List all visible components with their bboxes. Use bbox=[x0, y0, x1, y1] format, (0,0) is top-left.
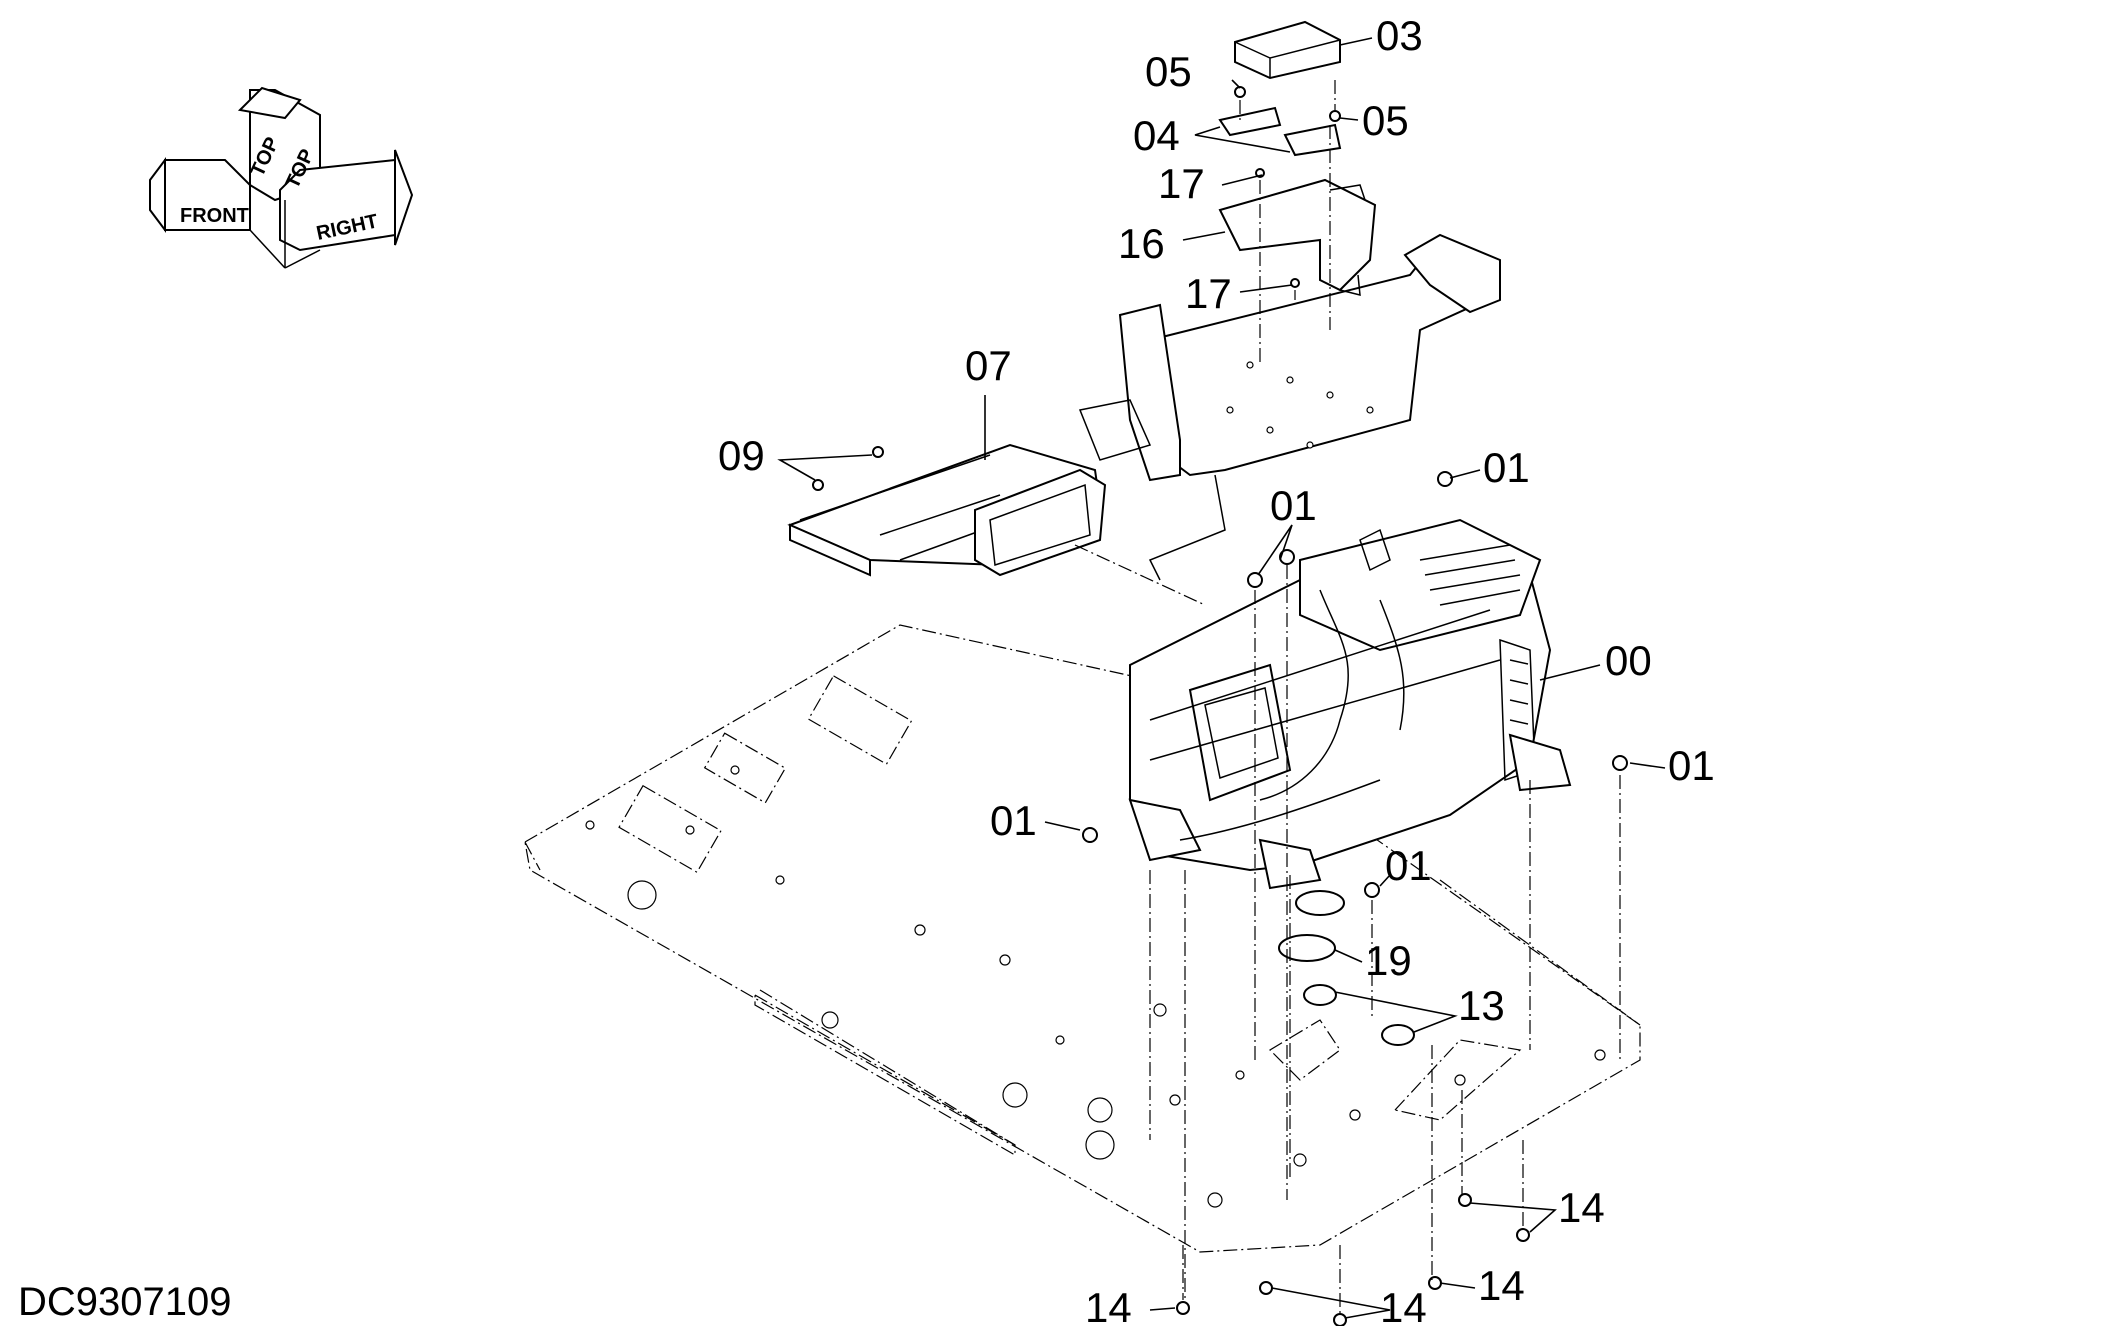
assembly-centerlines bbox=[1074, 80, 1641, 1315]
frame-rear-bracket bbox=[1403, 233, 1501, 314]
hvac-unit bbox=[1128, 518, 1572, 890]
orientation-front-label: FRONT bbox=[180, 205, 249, 227]
callout-14-right: 14 bbox=[1558, 1184, 1605, 1231]
grommet-19 bbox=[1278, 934, 1336, 962]
floor-plate bbox=[524, 624, 1641, 1253]
screw-01-e bbox=[1082, 827, 1098, 843]
bolt-14-e bbox=[1458, 1193, 1472, 1207]
screw-09-b bbox=[812, 479, 824, 491]
drawing-code: DC9307109 bbox=[18, 1280, 232, 1324]
callout-19: 19 bbox=[1365, 937, 1412, 984]
orientation-front-arrowhead bbox=[149, 157, 166, 233]
callout-04: 04 bbox=[1133, 112, 1180, 159]
callout-09: 09 bbox=[718, 432, 765, 479]
screw-01-d bbox=[1612, 755, 1628, 771]
bolt-14-d bbox=[1428, 1276, 1442, 1290]
controller-03 bbox=[1234, 20, 1341, 80]
frame-side-bracket bbox=[1118, 303, 1181, 482]
floor-rail bbox=[754, 993, 1016, 1157]
screw-01-b bbox=[1279, 549, 1295, 565]
cap-13-right bbox=[1381, 1024, 1415, 1046]
orientation-indicator: FRONT TOP TOP RIGHT bbox=[149, 86, 414, 269]
floor-hole-2 bbox=[1002, 1082, 1028, 1108]
orientation-top-arrowhead bbox=[237, 86, 302, 120]
screw-17-b bbox=[1290, 278, 1300, 288]
hvac-mounting-foot-right bbox=[1508, 733, 1572, 792]
callout-14-bottom: 14 bbox=[1380, 1284, 1427, 1326]
callout-01-top: 01 bbox=[1270, 482, 1317, 529]
callout-03: 03 bbox=[1376, 12, 1423, 59]
floor-cutout-2 bbox=[703, 732, 787, 804]
mounting-frame bbox=[1078, 233, 1501, 581]
floor-grommet-hole bbox=[1295, 890, 1345, 916]
callout-01-lower: 01 bbox=[1385, 842, 1432, 889]
floor-pedal-cutouts bbox=[1269, 1019, 1522, 1121]
callout-01-left: 01 bbox=[990, 797, 1037, 844]
floor-plate-outline bbox=[524, 624, 1641, 1253]
callout-07: 07 bbox=[965, 342, 1012, 389]
callout-16: 16 bbox=[1118, 220, 1165, 267]
callout-05-right: 05 bbox=[1362, 97, 1409, 144]
callout-01-right: 01 bbox=[1668, 742, 1715, 789]
callout-14-bottom-right: 14 bbox=[1478, 1262, 1525, 1309]
callout-13: 13 bbox=[1458, 982, 1505, 1029]
screw-01-a bbox=[1437, 471, 1453, 487]
floor-hole-3 bbox=[1087, 1097, 1113, 1123]
bracket-04-left bbox=[1218, 106, 1282, 137]
screw-01-c bbox=[1247, 572, 1263, 588]
bracket-16-body bbox=[1218, 178, 1377, 292]
screw-01-f bbox=[1364, 882, 1380, 898]
callout-14-left: 14 bbox=[1085, 1284, 1132, 1326]
callout-05-left: 05 bbox=[1145, 48, 1192, 95]
floor-hole-4 bbox=[1085, 1130, 1115, 1160]
hvac-mounting-foot-left bbox=[1128, 798, 1202, 862]
callout-01-top-right: 01 bbox=[1483, 444, 1530, 491]
duct-outlet bbox=[974, 468, 1107, 577]
screw-05-a bbox=[1234, 86, 1246, 98]
callout-00: 00 bbox=[1605, 637, 1652, 684]
bolt-14-c bbox=[1333, 1313, 1347, 1326]
hvac-mounting-foot-front bbox=[1258, 838, 1322, 890]
screw-05-b bbox=[1329, 110, 1341, 122]
callout-17-upper: 17 bbox=[1158, 160, 1205, 207]
bolt-14-a bbox=[1176, 1301, 1190, 1315]
brackets-04 bbox=[1218, 106, 1342, 157]
bracket-16 bbox=[1218, 178, 1377, 296]
floor-cutout-1 bbox=[807, 675, 913, 765]
callout-17-lower: 17 bbox=[1185, 270, 1232, 317]
air-duct bbox=[787, 443, 1107, 577]
small-parts bbox=[812, 86, 1628, 1326]
controller-03-body bbox=[1234, 20, 1341, 80]
screw-09-a bbox=[872, 446, 884, 458]
callout-leaders bbox=[777, 37, 1666, 1319]
callout-labels: 03 05 05 04 17 16 17 07 09 01 01 00 01 0… bbox=[718, 12, 1715, 1326]
orientation-right-arrowhead bbox=[394, 149, 414, 246]
hvac-top-ducts bbox=[1299, 518, 1542, 652]
floor-hole-1 bbox=[627, 880, 657, 910]
bracket-04-right bbox=[1283, 123, 1342, 157]
cap-13-left bbox=[1303, 984, 1337, 1006]
bolt-14-f bbox=[1516, 1228, 1530, 1242]
floor-cutout-3 bbox=[618, 784, 722, 874]
bolt-14-b bbox=[1259, 1281, 1273, 1295]
